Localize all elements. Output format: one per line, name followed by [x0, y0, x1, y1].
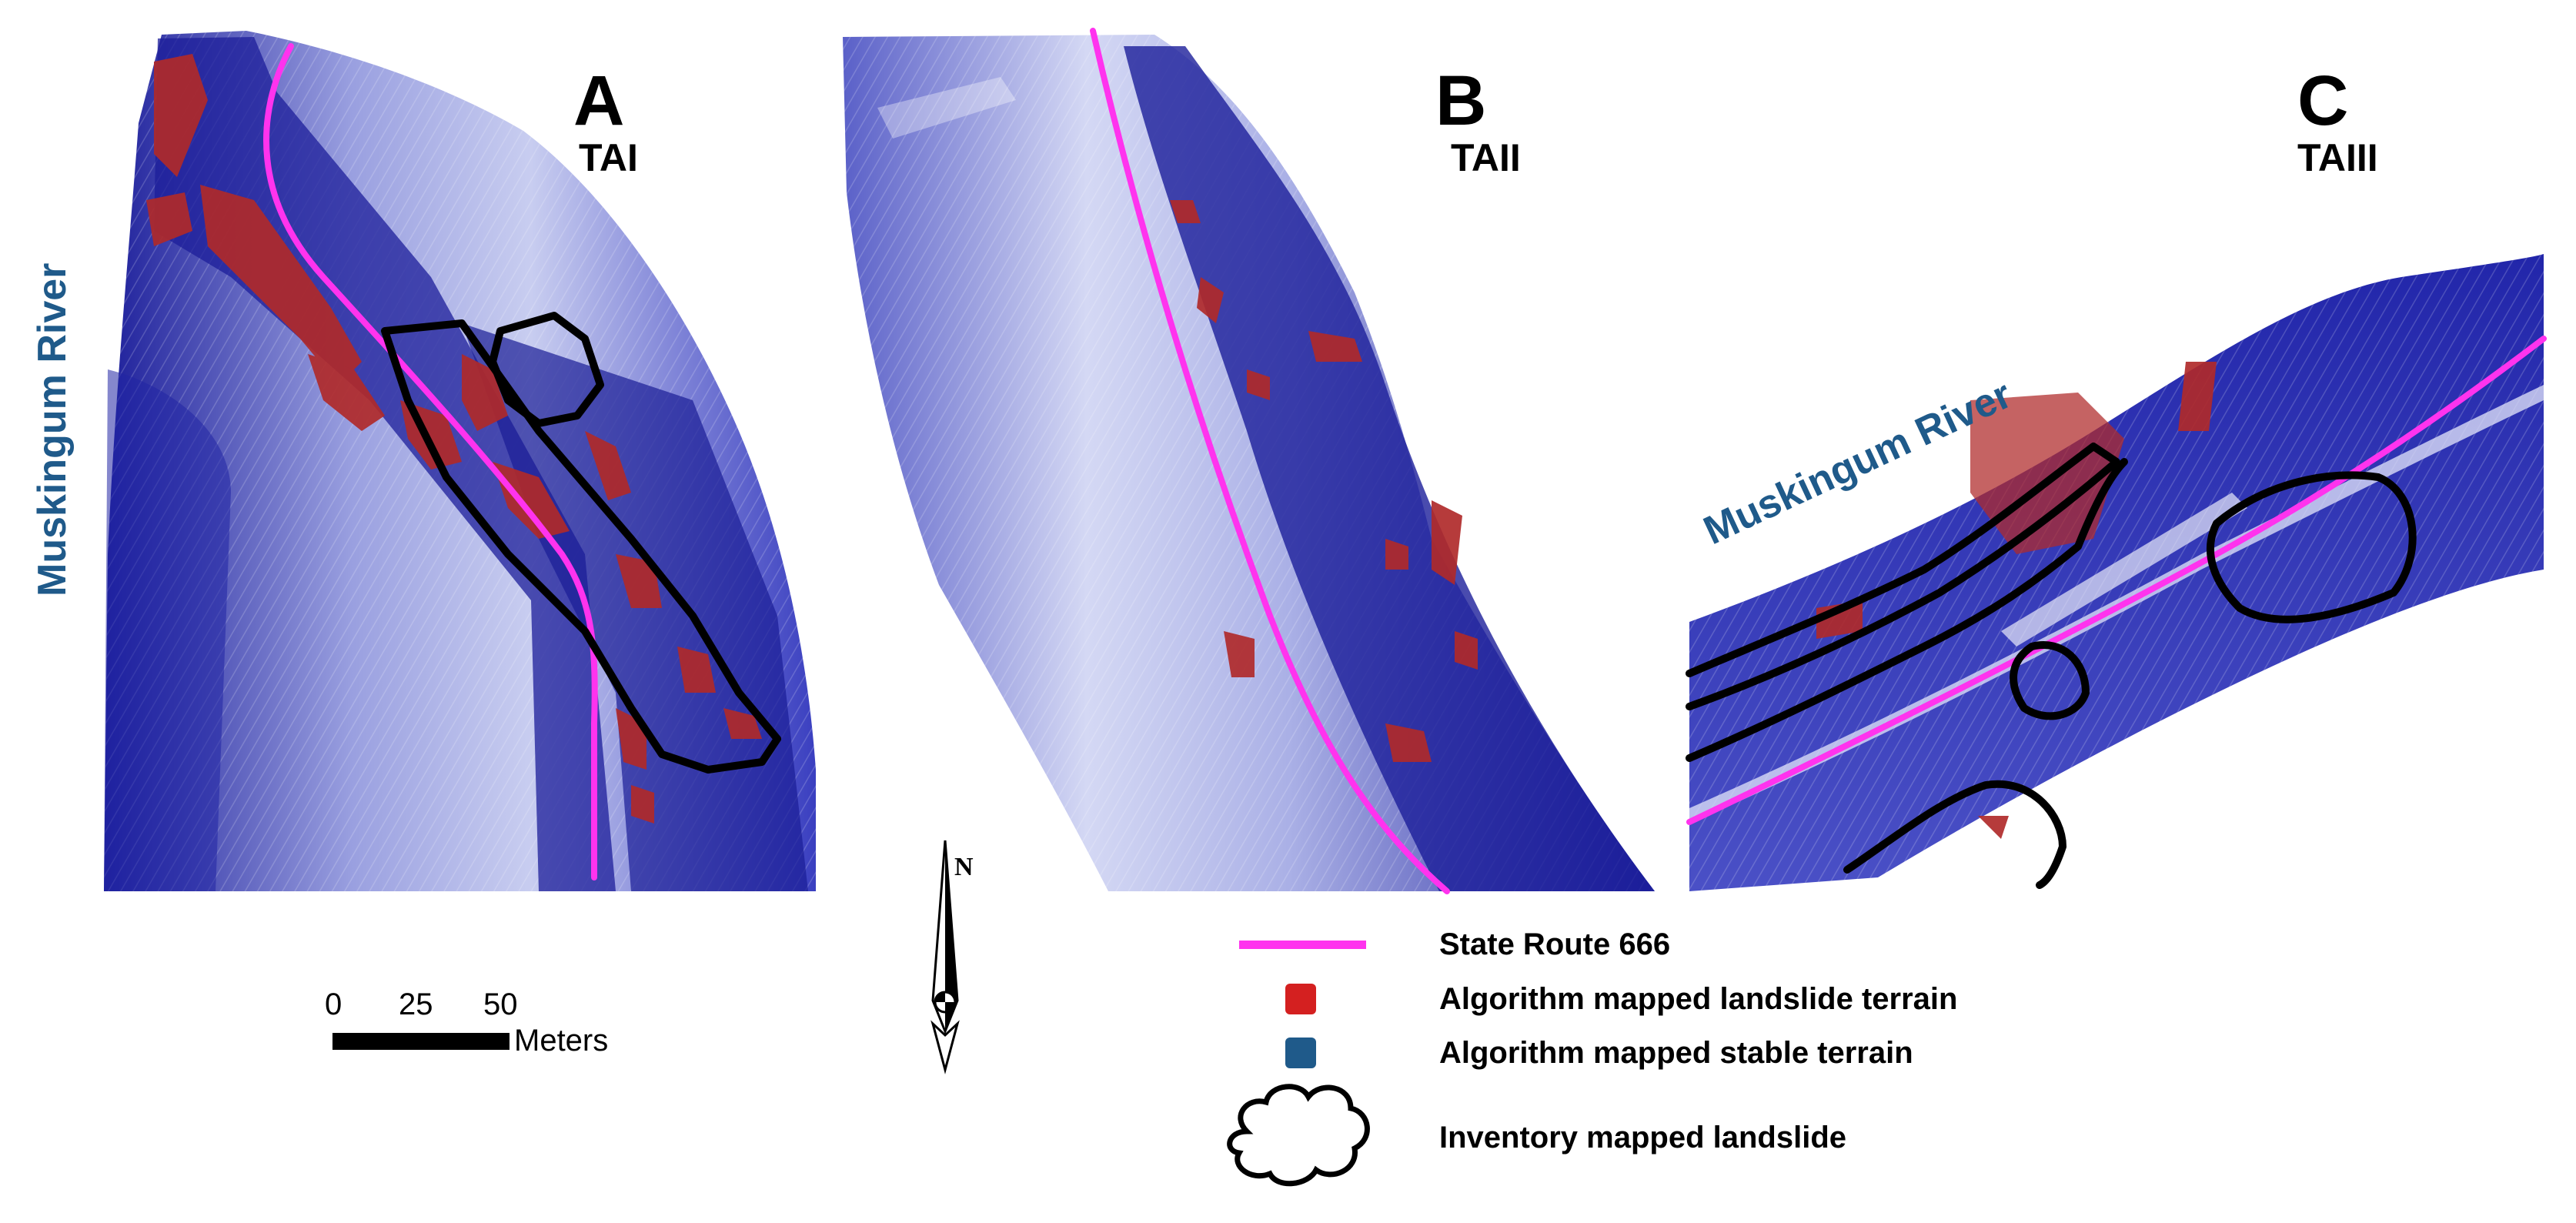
legend-landslide-swatch — [1285, 984, 1316, 1014]
panel-a-letter: A — [573, 62, 625, 140]
scale-unit: Meters — [514, 1024, 609, 1058]
river-label-left: Muskingum River — [30, 262, 75, 596]
legend-label-landslide: Algorithm mapped landslide terrain — [1439, 982, 1958, 1016]
state-route-666-lines — [263, 28, 2547, 894]
panel-a-code: TAI — [579, 136, 638, 179]
scale-bar-graphic — [332, 1033, 510, 1050]
panel-b-code: TAII — [1451, 136, 1521, 179]
legend-label-stable: Algorithm mapped stable terrain — [1439, 1036, 1913, 1070]
scale-tick-50: 50 — [483, 987, 518, 1021]
north-arrow-icon — [931, 840, 960, 1074]
legend-label-road: State Route 666 — [1439, 927, 1671, 961]
panel-b-letter: B — [1435, 62, 1487, 140]
panel-b-terrain — [843, 35, 1655, 891]
scale-tick-0: 0 — [325, 987, 342, 1021]
scale-tick-25: 25 — [399, 987, 433, 1021]
north-label: N — [954, 853, 974, 881]
legend-road-swatch — [1239, 941, 1366, 949]
inventory-landslide-outlines — [381, 312, 2417, 889]
legend-stable-swatch — [1285, 1038, 1316, 1068]
panel-c-code: TAIII — [2297, 136, 2378, 179]
panel-c-terrain — [1689, 254, 2544, 891]
legend-label-inventory: Inventory mapped landslide — [1439, 1121, 1847, 1154]
legend-cloud-swatch — [1227, 1084, 1370, 1187]
legend-symbols — [1227, 941, 1370, 1187]
panel-c-letter: C — [2297, 62, 2349, 140]
